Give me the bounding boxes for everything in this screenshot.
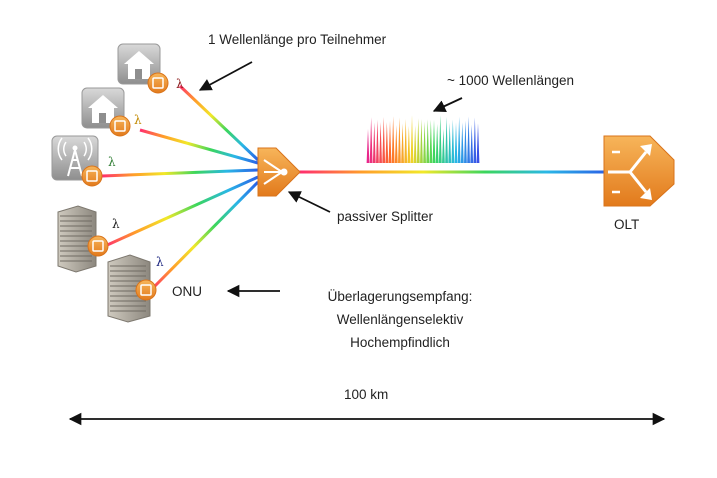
wavelength-line (413, 125, 417, 163)
wavelength-line (476, 123, 480, 163)
label-olt: OLT (614, 217, 640, 232)
onu-badge (109, 115, 131, 137)
reception-line-3: Hochempfindlich (350, 335, 450, 350)
wavelength-line (464, 120, 467, 163)
lambda-label: λ (176, 77, 184, 91)
wavelength-line (426, 119, 430, 163)
onu-badge (135, 279, 157, 301)
fiber-building-2 (148, 180, 260, 293)
lambda-label: λ (112, 217, 120, 231)
wavelength-line (372, 122, 376, 163)
wavelength-comb (366, 115, 480, 163)
arrow-to-splitter (287, 191, 331, 213)
arrow-to-fiber (198, 61, 253, 91)
wavelength-line (445, 117, 448, 163)
olt-icon (603, 135, 675, 207)
label-onu: ONU (172, 284, 202, 299)
label-per-subscriber: 1 Wellenlänge pro Teilnehmer (208, 32, 387, 47)
wavelength-line (438, 115, 442, 163)
wavelength-line (416, 118, 420, 163)
lambda-label: λ (108, 155, 116, 169)
wavelength-line (420, 119, 423, 163)
wavelength-line (423, 121, 426, 163)
splitter-icon (257, 147, 301, 197)
wavelength-line (410, 115, 414, 163)
reception-line-1: Überlagerungsempfang: (327, 289, 473, 304)
wavelength-line (376, 119, 379, 163)
wavelength-line (442, 128, 445, 163)
onu-badge (147, 72, 169, 94)
wavelength-line (460, 122, 464, 163)
fiber-antenna (101, 168, 259, 178)
reception-line-2: Wellenlängenselektiv (336, 312, 464, 327)
wavelength-line (391, 116, 395, 163)
lambda-label: λ (156, 255, 164, 269)
fiber-building-1 (104, 175, 259, 248)
wavelength-line (404, 119, 408, 163)
wavelength-line (467, 116, 470, 163)
wavelength-line (473, 117, 477, 163)
wavelength-line (407, 125, 411, 163)
wavelength-line (385, 122, 389, 163)
wavelength-line (366, 129, 370, 163)
onu-badge (87, 235, 109, 257)
fiber-house-2 (139, 128, 259, 165)
label-distance: 100 km (344, 387, 389, 402)
office-building-icon (107, 254, 151, 323)
wavelength-line (448, 122, 452, 163)
house-icon (117, 43, 161, 85)
onu-badge (81, 165, 103, 187)
wavelength-line (457, 116, 461, 163)
wavelength-line (470, 124, 474, 163)
fiber-house-1 (178, 84, 260, 162)
wavelength-line (435, 124, 439, 163)
wavelength-line (388, 120, 392, 163)
reception-notes: Überlagerungsempfang: Wellenlängenselekt… (300, 285, 500, 354)
lambda-label: λ (134, 113, 142, 127)
wavelength-line (401, 123, 404, 163)
wavelength-line (454, 122, 458, 163)
wavelength-line (451, 119, 455, 163)
wavelength-line (379, 122, 382, 163)
label-wavelengths: ~ 1000 Wellenlängen (447, 73, 574, 88)
wavelength-line (382, 117, 386, 163)
wavelength-line (394, 125, 398, 163)
office-building-icon (57, 205, 97, 273)
arrow-to-comb (432, 97, 463, 112)
wavelength-line (429, 119, 433, 163)
label-splitter: passiver Splitter (337, 209, 434, 224)
wavelength-line (369, 117, 373, 163)
wavelength-line (432, 119, 436, 163)
wavelength-line (398, 117, 401, 163)
